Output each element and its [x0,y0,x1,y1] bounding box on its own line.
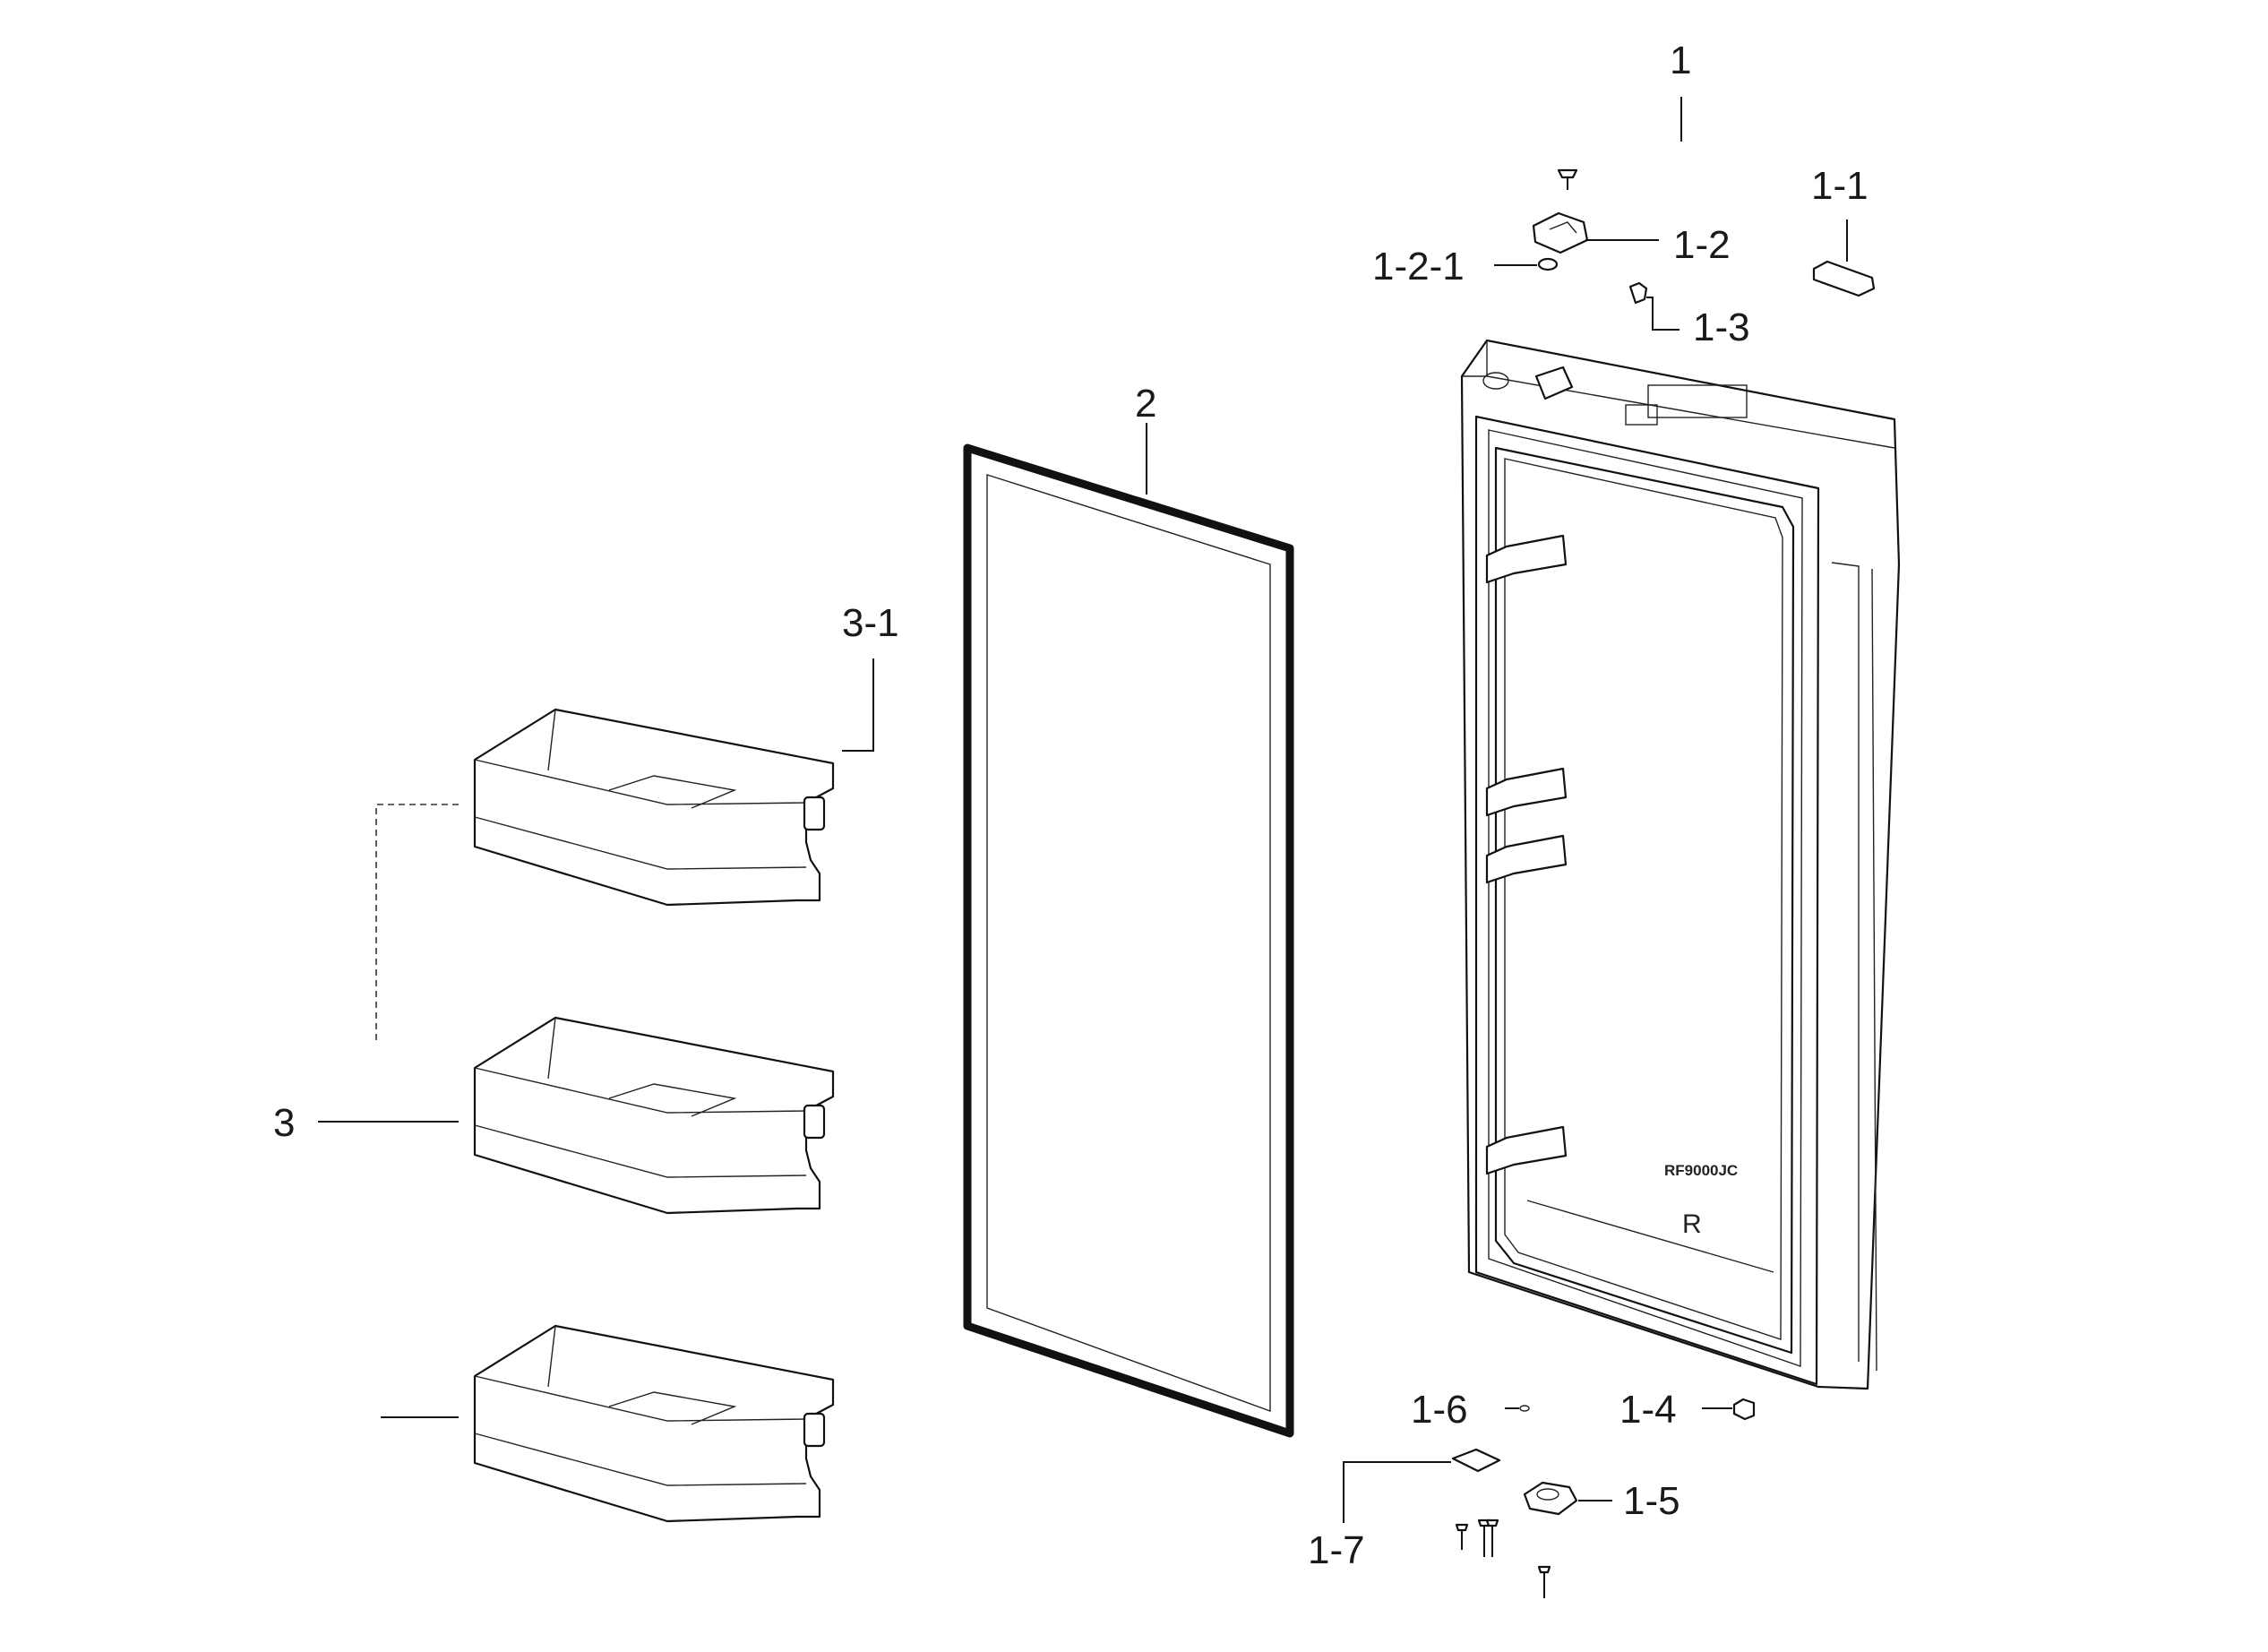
door-gasket [963,443,1294,1438]
callout-1-2: 1-2 [1673,223,1731,267]
part-1-4 [1732,1398,1756,1421]
callout-3-1: 3-1 [842,601,899,645]
callout-1-6: 1-6 [1411,1388,1468,1432]
cap-1-3 [1628,281,1648,305]
hinge-screw-top [1557,168,1578,190]
hinge-washer [1537,257,1559,271]
bin-group-bracket [375,804,459,1044]
door-bin-middle [473,1016,835,1215]
door-bin-bottom [473,1324,835,1523]
callout-3: 3 [273,1101,295,1145]
hinge-cover-1-1 [1812,260,1876,297]
leader-1-7 [1343,1461,1451,1523]
leader-3-1 [842,658,874,752]
pin-1-6 [1519,1405,1530,1412]
door-model-label: RF9000JC [1664,1162,1738,1179]
callout-1-4: 1-4 [1619,1388,1677,1432]
screws-bottom [1455,1519,1551,1598]
callout-1: 1 [1670,39,1691,82]
callout-2: 2 [1135,382,1156,426]
callout-1-1: 1-1 [1811,164,1869,208]
door-bin-top [473,708,835,907]
leader-1-3 [1646,297,1680,331]
callout-1-2-1: 1-2-1 [1372,245,1465,288]
callout-1-7: 1-7 [1308,1528,1365,1572]
callout-1-3: 1-3 [1693,305,1750,349]
bottom-hinge-1-5 [1523,1481,1578,1516]
door-assembly [1460,339,1901,1390]
door-side-mark: R [1682,1209,1702,1239]
callout-1-5: 1-5 [1623,1479,1680,1523]
top-hinge [1532,211,1589,254]
bracket-1-7 [1451,1448,1501,1473]
